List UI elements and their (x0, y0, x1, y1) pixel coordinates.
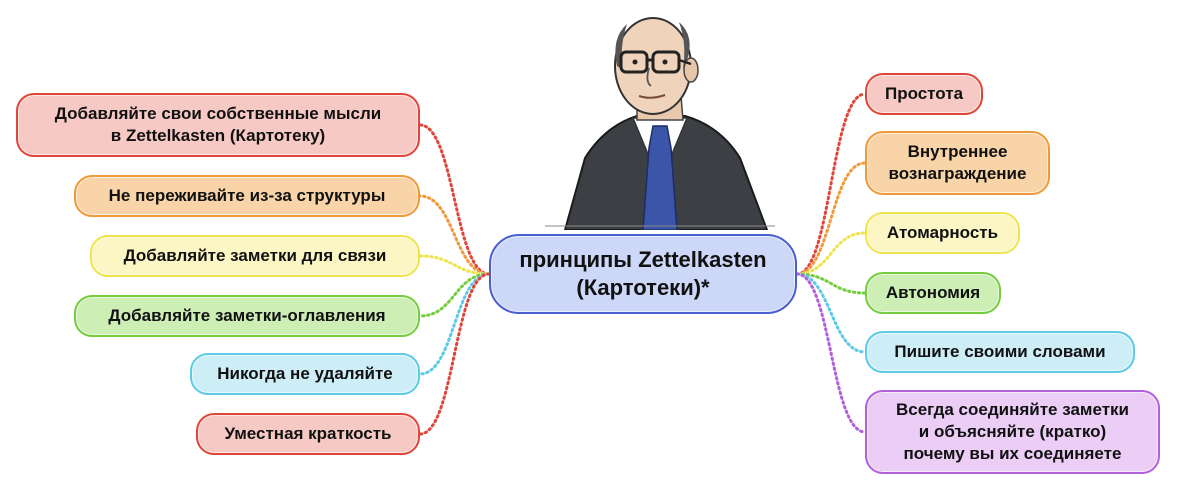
connector-line (795, 231, 867, 276)
connector-line (795, 272, 867, 434)
left-branch-node[interactable]: Никогда не удаляйте (190, 353, 420, 395)
right-branch-node[interactable]: Автономия (865, 272, 1001, 314)
right-branch-node[interactable]: Пишите своими словами (865, 331, 1135, 373)
right-branch-node[interactable]: Внутреннее вознаграждение (865, 131, 1050, 195)
connector-line (418, 123, 491, 276)
left-branch-node[interactable]: Уместная краткость (196, 413, 420, 455)
connector-line (795, 272, 867, 295)
central-topic[interactable]: принципы Zettelkasten (Картотеки)* (489, 234, 797, 314)
left-branch-node[interactable]: Добавляйте свои собственные мысли в Zett… (16, 93, 420, 157)
connector-line (795, 161, 867, 276)
left-branch-node[interactable]: Добавляйте заметки для связи (90, 235, 420, 277)
right-branch-node[interactable]: Всегда соединяйте заметки и объясняйте (… (865, 390, 1160, 474)
left-branch-node[interactable]: Добавляйте заметки-оглавления (74, 295, 420, 337)
connector-line (795, 92, 867, 276)
right-branch-node[interactable]: Простота (865, 73, 983, 115)
connector-line (795, 272, 867, 354)
connector-line (418, 254, 491, 276)
connector-line (418, 272, 491, 436)
man-portrait-icon (545, 17, 775, 230)
connector-line (418, 194, 491, 276)
right-branch-node[interactable]: Атомарность (865, 212, 1020, 254)
left-branch-node[interactable]: Не переживайте из-за структуры (74, 175, 420, 217)
